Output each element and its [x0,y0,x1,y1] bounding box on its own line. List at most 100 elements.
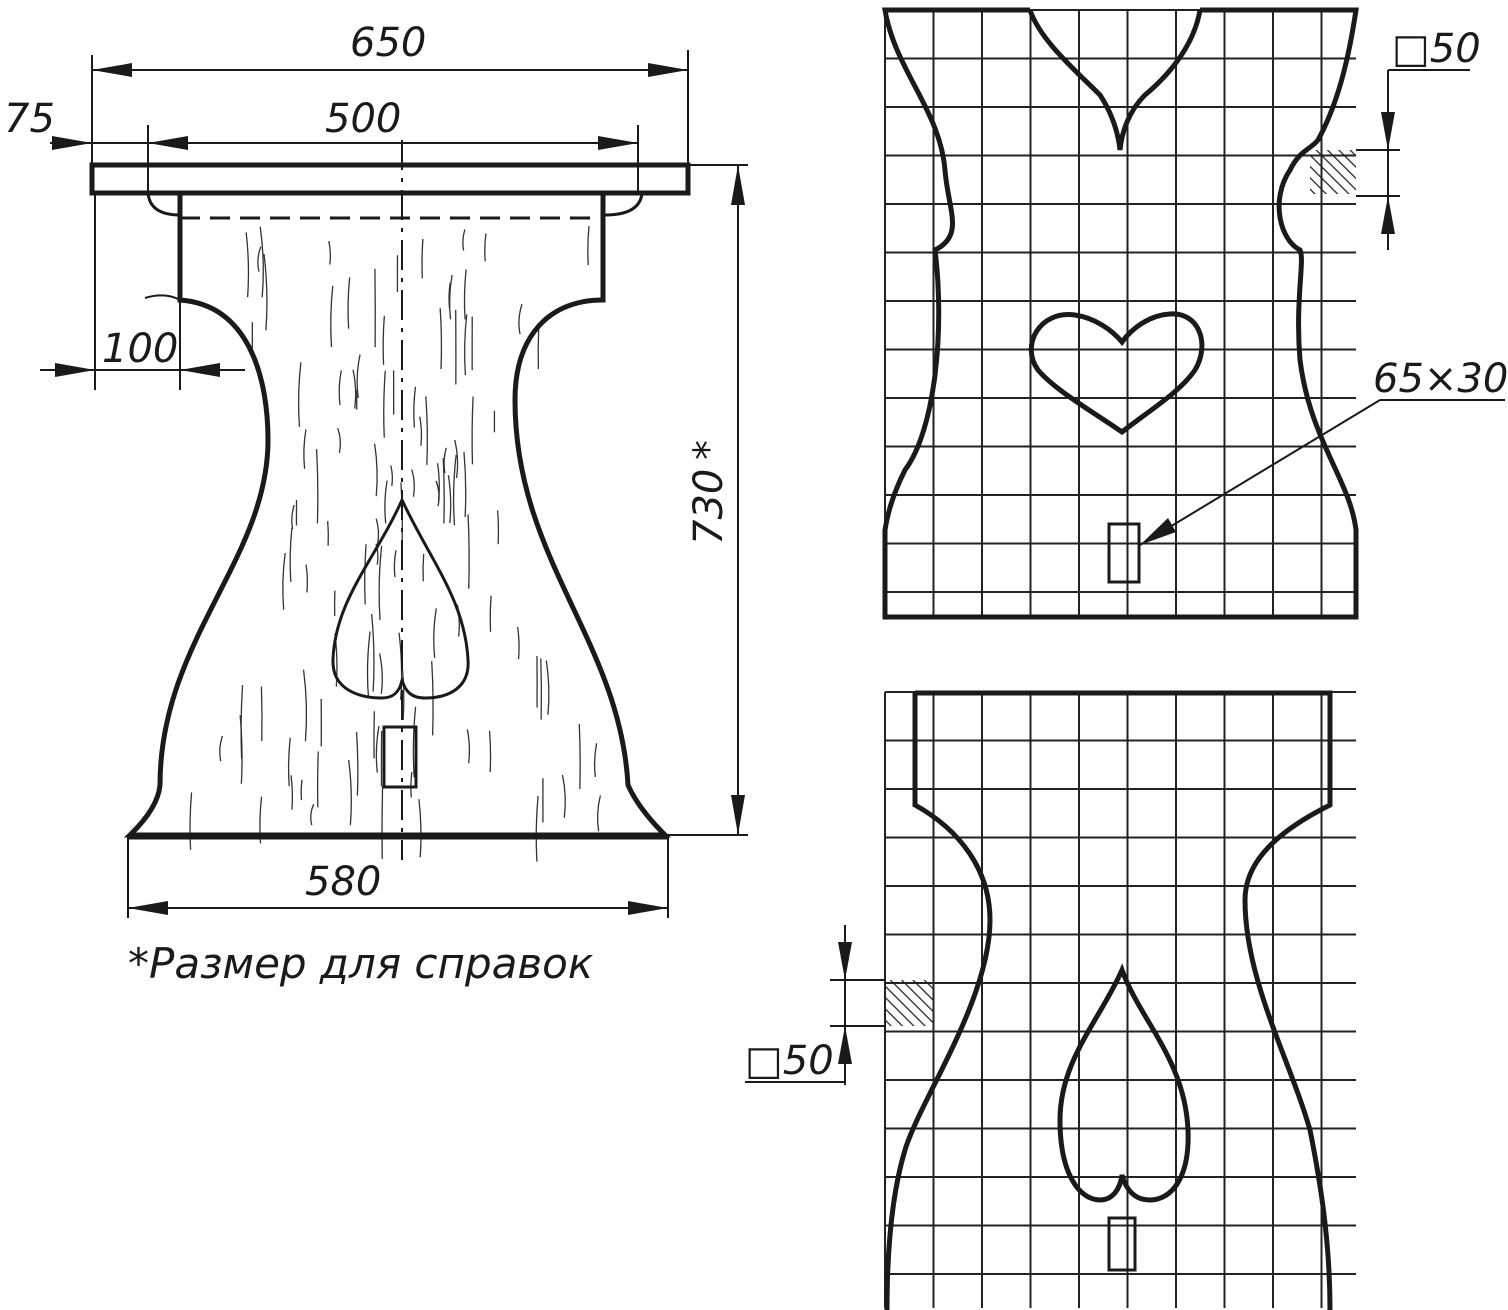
wood-grain-stroke [305,564,309,593]
wood-grain-stroke [463,451,467,518]
wood-grain-stroke [263,253,268,331]
wood-grain-stroke [219,735,224,762]
wood-grain-stroke [260,686,263,742]
dim-label-730: 730 [686,469,732,545]
wood-grain-stroke [378,545,383,620]
wood-grain-stroke [303,429,307,469]
wood-grain-stroke [330,285,334,348]
pattern-slot-top [1107,522,1141,584]
wood-grain-stroke [384,480,388,524]
wood-grain-stroke [189,792,193,850]
wood-grain-stroke [316,751,319,808]
wood-grain-stroke [462,229,466,251]
scale-arrow-bottom-1 [838,942,852,980]
left-bracket [146,192,181,217]
wood-grain-stroke [578,724,581,789]
wood-grain-stroke [452,454,457,526]
wood-grain-stroke [375,725,380,773]
wood-grain-stroke [518,304,523,335]
right-bracket [604,192,644,217]
arrow-730-bottom [731,795,745,835]
pattern-heart [1028,311,1205,436]
scale-arrow-top-1 [1381,112,1395,150]
wood-grain-stroke [300,779,303,801]
wood-grain-stroke [382,315,385,365]
wood-grain-stroke [435,480,440,507]
wood-grain-stroke [413,386,417,428]
front-view: 650 500 75 100 730 * 580 *Размер для спр… [4,20,748,988]
pattern-grid-top: 65×30 □50 [882,7,1508,620]
wood-grain-stroke [454,439,459,478]
wood-grain-stroke [443,447,447,474]
dim-label-730-mark: * [686,440,732,460]
wood-grain-stroke [411,469,415,497]
wood-grain-stroke [425,396,429,465]
wood-grain-stroke [383,370,386,438]
grid-scale-label-top: □50 [1392,26,1481,72]
arrow-75 [52,136,92,150]
wood-grain-stroke [390,465,394,487]
spade-cutout [331,496,470,700]
grid-lines-top [884,9,1356,617]
wood-grain-stroke [287,737,291,787]
wood-grain-stroke [448,274,453,320]
slot-leader-arrow [1140,518,1176,545]
pattern-top-spade-notch [1027,9,1203,151]
grid-scale-label-bottom: □50 [745,1038,834,1084]
pattern-outline-top [882,7,1359,620]
table-top-board [89,162,691,196]
wood-grain-stroke [467,514,470,589]
hatched-square-top [1310,150,1356,194]
wood-grain-stroke [289,527,293,582]
wood-grain-stroke [282,552,286,610]
arrow-650-left [92,63,132,77]
wood-grain-stroke [463,269,467,320]
wood-grain-stroke [373,443,378,497]
scale-arrow-top-2 [1381,196,1395,234]
wood-grain-stroke [545,660,550,715]
arrow-100-left [55,363,95,377]
wood-grain-stroke [315,449,319,524]
wood-grain-stroke [364,544,367,605]
grid-lines-bottom [884,691,1356,1308]
wood-grain-stroke [419,416,423,446]
wood-grain-stroke [484,233,487,262]
arrow-500-right [598,136,638,150]
wood-grain-stroke [370,613,375,692]
wood-grain-stroke [366,631,371,698]
wood-grain-stroke [540,658,543,720]
wood-grain-stroke [593,743,598,778]
wood-grain-stroke [447,475,452,523]
wood-grain-stroke [393,550,397,578]
wood-grain-stroke [537,328,540,370]
scale-arrow-bottom-2 [838,1026,852,1064]
pattern-slot-bottom [1107,1216,1137,1272]
wood-grain-stroke [496,510,500,545]
wood-grain-stroke [352,369,357,409]
wood-grain-stroke [535,795,539,862]
wood-grain-stroke [433,608,437,658]
arrow-100-right [180,363,220,377]
dim-label-100: 100 [102,326,178,372]
wood-grain-stroke [412,706,417,778]
wood-grain-stroke [356,354,361,398]
wood-grain-stroke [381,785,384,860]
wood-grain-stroke [471,396,474,465]
wood-grain-stroke [291,504,295,530]
arrow-650-right [648,63,688,77]
wood-grain-stroke [596,795,602,832]
slot-leader-line [1139,399,1381,546]
wood-grain-stroke [421,238,424,279]
wood-grain-stroke [327,520,329,546]
wood-grain-stroke [587,226,590,266]
arrow-730-top [731,165,745,205]
wood-grain-stroke [338,370,342,405]
reference-note: *Размер для справок [128,939,594,988]
pattern-grid-bottom: □50 [745,690,1356,1310]
wood-grain-stroke [355,732,359,796]
wood-grain-stroke [489,595,492,632]
pattern-spade-bottom [1057,963,1191,1203]
wood-grain-stroke [378,653,383,694]
wood-grain-stroke [259,226,264,298]
